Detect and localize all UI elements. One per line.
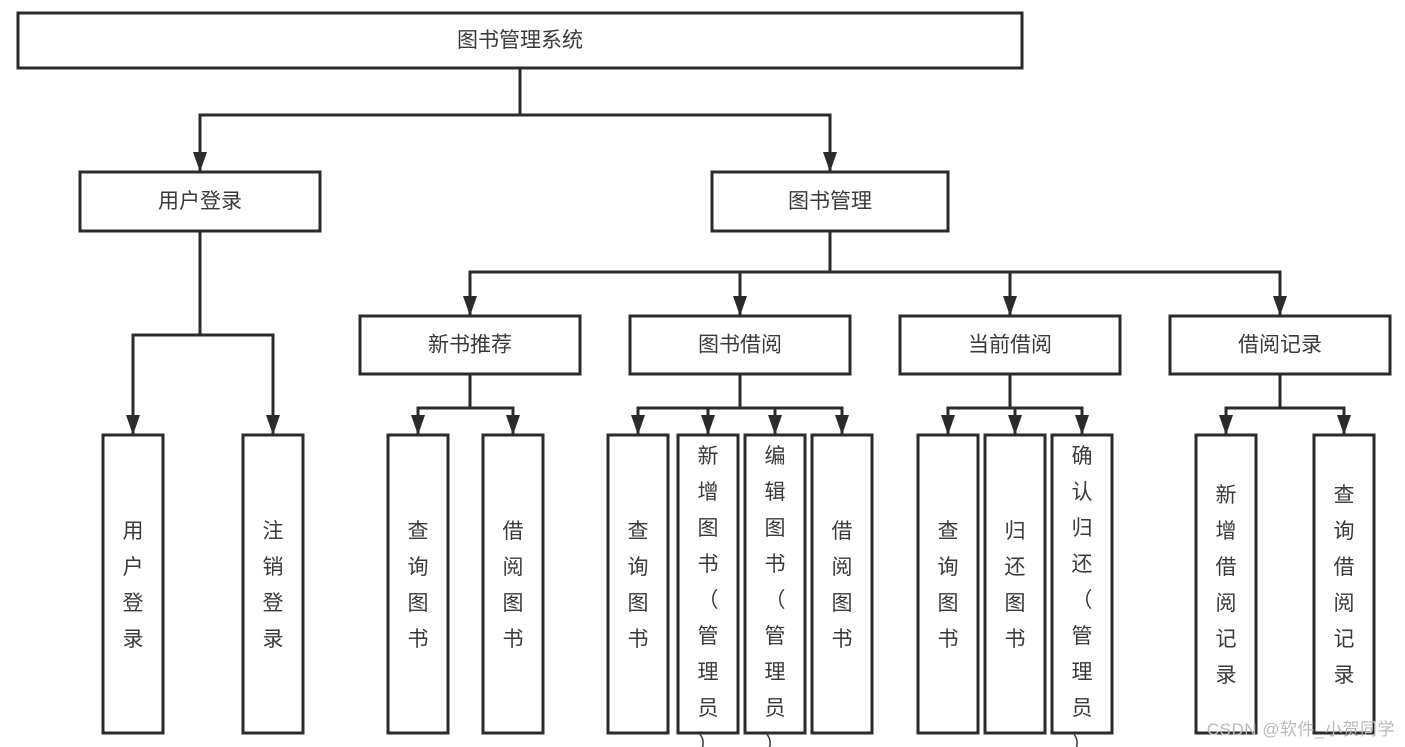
node-图书管理-l1-1-box[interactable] [710,170,950,233]
node-新增图书管理员-leaf-5-box[interactable] [676,433,740,735]
node-编辑图书管理员-leaf-6[interactable]: 编辑图书（管理员） [743,433,807,747]
node-新增图书管理员-leaf-5[interactable]: 新增图书（管理员） [676,433,740,747]
node-查询借阅记录-leaf-12-label: 查询借阅记录 [1334,484,1355,687]
node-新书推荐-l2-0[interactable]: 新书推荐 [358,314,582,376]
node-注销登录-leaf-1-label: 注销登录 [263,520,284,651]
arrow-newbook-to-leaves-1 [506,415,520,435]
arrow-bookmgmt-l2-2 [1003,296,1017,316]
node-用户登录-l1-0-label: 用户登录 [158,190,242,213]
node-新增图书管理员-leaf-5-label: 新增图书（管理员） [698,445,719,747]
node-归还图书-leaf-9-box[interactable] [983,433,1047,735]
arrow-bookmgmt-l2-0 [463,296,477,316]
arrow-userlogin-leaf-1 [266,415,280,435]
node-确认归还管理员-leaf-10[interactable]: 确认归还（管理员） [1050,433,1114,747]
node-查询图书-leaf-2[interactable]: 查询图书 [386,433,450,735]
node-新书推荐-l2-0-label: 新书推荐 [428,334,512,357]
node-root-system-box[interactable] [16,11,1024,70]
node-用户登录-l1-0-box[interactable] [78,170,322,233]
node-当前借阅-l2-2-box[interactable] [898,314,1122,376]
node-借阅图书-leaf-7-label: 借阅图书 [832,520,853,651]
node-借阅图书-leaf-3-box[interactable] [481,433,545,735]
node-图书借阅-l2-1[interactable]: 图书借阅 [628,314,852,376]
node-root-system-label: 图书管理系统 [457,29,583,52]
node-查询借阅记录-leaf-12[interactable]: 查询借阅记录 [1312,433,1376,735]
node-查询图书-leaf-8[interactable]: 查询图书 [916,433,980,735]
node-借阅图书-leaf-7[interactable]: 借阅图书 [810,433,874,735]
node-借阅图书-leaf-3[interactable]: 借阅图书 [481,433,545,735]
node-用户登录-l1-0[interactable]: 用户登录 [78,170,322,233]
node-用户登录-leaf-0[interactable]: 用户登录 [101,433,165,735]
node-借阅图书-leaf-7-box[interactable] [810,433,874,735]
node-当前借阅-l2-2-label: 当前借阅 [968,334,1052,357]
node-图书借阅-l2-1-label: 图书借阅 [698,334,782,357]
node-注销登录-leaf-1[interactable]: 注销登录 [241,433,305,735]
node-新书推荐-l2-0-box[interactable] [358,314,582,376]
node-用户登录-leaf-0-box[interactable] [101,433,165,735]
node-新增借阅记录-leaf-11[interactable]: 新增借阅记录 [1194,433,1258,735]
node-图书管理-l1-1-label: 图书管理 [788,190,872,213]
node-查询图书-leaf-4-label: 查询图书 [628,520,649,651]
node-查询借阅记录-leaf-12-box[interactable] [1312,433,1376,735]
arrow-current-to-leaves-2 [1075,415,1089,435]
arrow-record-to-leaves-1 [1337,415,1351,435]
node-新增借阅记录-leaf-11-label: 新增借阅记录 [1216,484,1237,687]
arrow-borrow-to-leaves-3 [835,415,849,435]
node-借阅记录-l2-3-box[interactable] [1168,314,1392,376]
arrow-record-to-leaves-0 [1219,415,1233,435]
node-用户登录-leaf-0-label: 用户登录 [123,520,144,651]
arrow-current-to-leaves-1 [1008,415,1022,435]
arrow-userlogin-leaf-0 [126,415,140,435]
node-确认归还管理员-leaf-10-label: 确认归还（管理员） [1072,445,1093,747]
node-编辑图书管理员-leaf-6-box[interactable] [743,433,807,735]
node-新增借阅记录-leaf-11-box[interactable] [1194,433,1258,735]
node-归还图书-leaf-9[interactable]: 归还图书 [983,433,1047,735]
node-root-system[interactable]: 图书管理系统 [16,11,1024,70]
node-图书借阅-l2-1-box[interactable] [628,314,852,376]
node-查询图书-leaf-8-box[interactable] [916,433,980,735]
arrow-bookmgmt-l2-1 [733,296,747,316]
node-查询图书-leaf-2-box[interactable] [386,433,450,735]
arrow-borrow-to-leaves-0 [631,415,645,435]
node-图书管理-l1-1[interactable]: 图书管理 [710,170,950,233]
arrow-bookmgmt-l2-3 [1273,296,1287,316]
arrow-borrow-to-leaves-2 [768,415,782,435]
node-确认归还管理员-leaf-10-box[interactable] [1050,433,1114,735]
node-当前借阅-l2-2[interactable]: 当前借阅 [898,314,1122,376]
node-借阅记录-l2-3-label: 借阅记录 [1238,334,1322,357]
arrow-current-to-leaves-0 [941,415,955,435]
arrow-root-to-l1-1 [823,152,837,172]
node-查询图书-leaf-4-box[interactable] [606,433,670,735]
node-归还图书-leaf-9-label: 归还图书 [1005,520,1026,651]
node-借阅记录-l2-3[interactable]: 借阅记录 [1168,314,1392,376]
arrow-root-to-l1-0 [193,152,207,172]
connectors-layer [126,66,1351,437]
node-编辑图书管理员-leaf-6-label: 编辑图书（管理员） [765,445,786,747]
node-查询图书-leaf-4[interactable]: 查询图书 [606,433,670,735]
node-注销登录-leaf-1-box[interactable] [241,433,305,735]
node-借阅图书-leaf-3-label: 借阅图书 [503,520,524,651]
nodes-layer: 图书管理系统用户登录图书管理新书推荐图书借阅当前借阅借阅记录用户登录注销登录查询… [16,11,1392,747]
arrow-borrow-to-leaves-1 [701,415,715,435]
node-查询图书-leaf-2-label: 查询图书 [408,520,429,651]
arrow-newbook-to-leaves-0 [411,415,425,435]
node-查询图书-leaf-8-label: 查询图书 [938,520,959,651]
